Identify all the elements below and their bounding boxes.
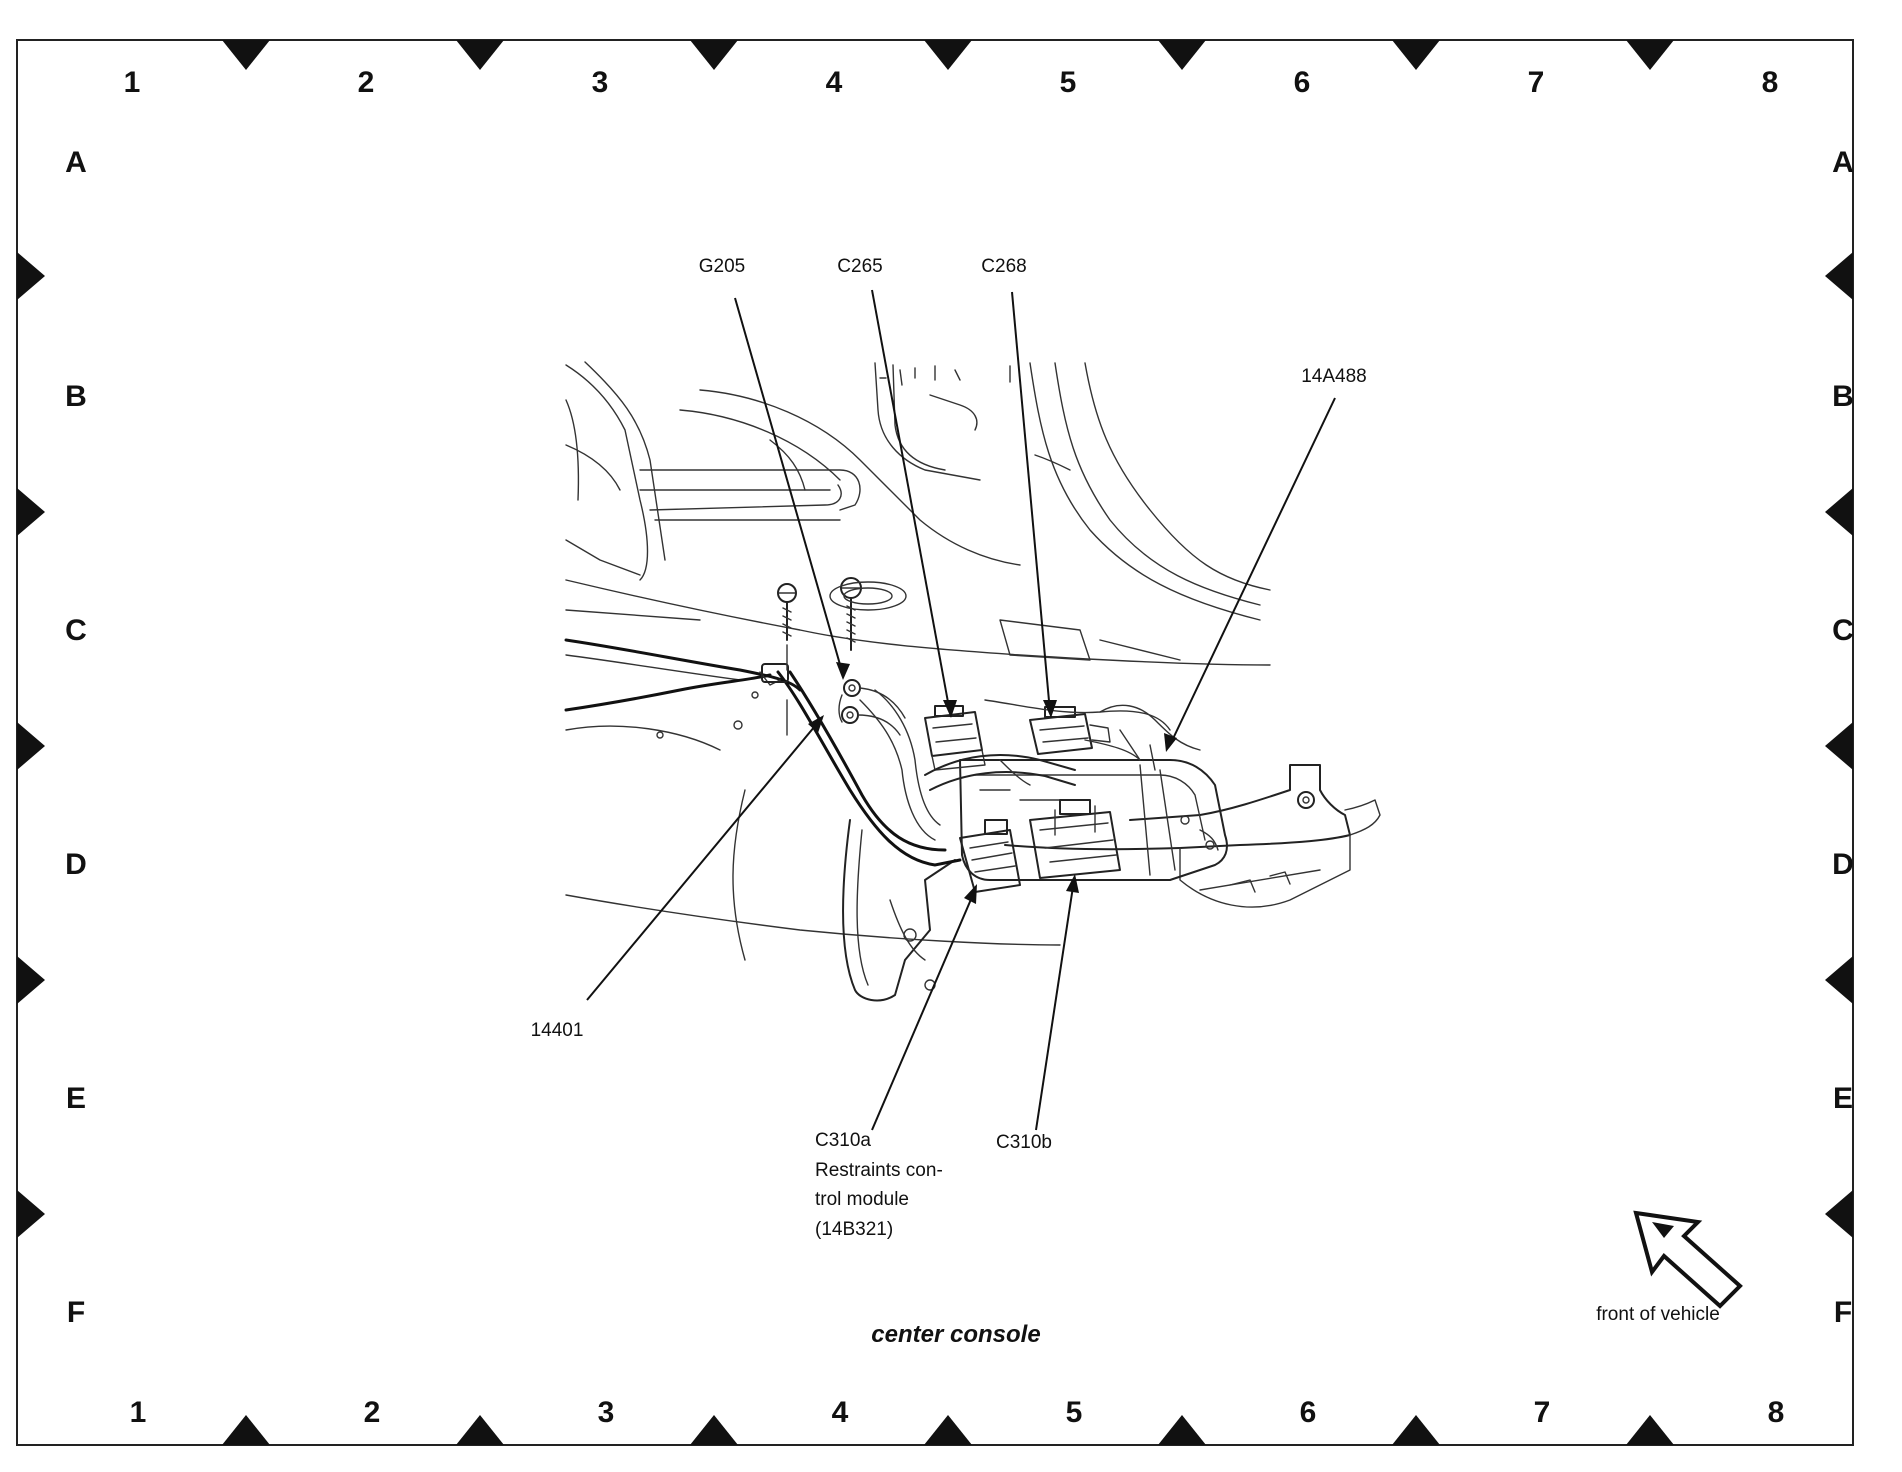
bolt-icon xyxy=(777,583,797,641)
row-label: E xyxy=(66,1082,86,1115)
col-label: 8 xyxy=(1768,1396,1785,1429)
row-label: D xyxy=(65,848,87,881)
col-label: 5 xyxy=(1066,1396,1083,1429)
callout-rcm-line2: trol module xyxy=(815,1189,909,1210)
row-label: A xyxy=(1832,146,1854,179)
arrow-up-left-icon xyxy=(1633,1210,1743,1309)
col-label: 4 xyxy=(832,1396,849,1429)
col-label: 7 xyxy=(1528,66,1545,99)
connector-c310b xyxy=(1029,799,1121,879)
callout-labels: G205 C265 C268 14A488 14401 C310a Restra… xyxy=(531,256,1367,1240)
col-label: 4 xyxy=(826,66,843,99)
col-label: 1 xyxy=(130,1396,147,1429)
callout-g205: G205 xyxy=(699,256,745,277)
connector-c268 xyxy=(1029,706,1111,755)
grid-row-labels-right: A B C D E F xyxy=(1832,146,1854,1329)
row-label: B xyxy=(65,380,87,413)
col-label: 5 xyxy=(1060,66,1077,99)
col-label: 6 xyxy=(1300,1396,1317,1429)
vehicle-floor-illustration xyxy=(564,361,1381,1002)
row-label: F xyxy=(67,1296,85,1329)
grid-column-labels-top: 1 2 3 4 5 6 7 8 xyxy=(124,66,1779,99)
callout-c265: C265 xyxy=(837,256,882,277)
col-label: 3 xyxy=(592,66,609,99)
grid-row-labels-left: A B C D E F xyxy=(65,146,87,1329)
diagram-caption: center console xyxy=(871,1321,1040,1348)
leader-lines xyxy=(586,289,1336,1131)
connector-c310a xyxy=(959,819,1021,893)
col-label: 6 xyxy=(1294,66,1311,99)
orientation-label: front of vehicle xyxy=(1596,1304,1720,1325)
col-label: 7 xyxy=(1534,1396,1551,1429)
row-label: F xyxy=(1834,1296,1852,1329)
row-label: B xyxy=(1832,380,1854,413)
callout-14a488: 14A488 xyxy=(1301,366,1367,387)
col-label: 3 xyxy=(598,1396,615,1429)
row-label: D xyxy=(1832,848,1854,881)
row-label: C xyxy=(1832,614,1854,647)
callout-rcm-line3: (14B321) xyxy=(815,1219,893,1240)
callout-c268: C268 xyxy=(981,256,1026,277)
col-label: 8 xyxy=(1762,66,1779,99)
callout-c310a: C310a xyxy=(815,1130,871,1151)
grid-column-labels-bottom: 1 2 3 4 5 6 7 8 xyxy=(130,1396,1785,1429)
col-label: 2 xyxy=(358,66,375,99)
grid-markers xyxy=(17,40,1853,1445)
ground-g205 xyxy=(838,679,906,736)
row-label: C xyxy=(65,614,87,647)
row-label: A xyxy=(65,146,87,179)
connector-c265 xyxy=(924,705,986,771)
callout-c310b: C310b xyxy=(996,1132,1052,1153)
diagram-frame xyxy=(16,39,1854,1446)
col-label: 1 xyxy=(124,66,141,99)
callout-rcm-line1: Restraints con- xyxy=(815,1160,943,1181)
callout-14401: 14401 xyxy=(531,1020,584,1041)
row-label: E xyxy=(1833,1082,1853,1115)
col-label: 2 xyxy=(364,1396,381,1429)
